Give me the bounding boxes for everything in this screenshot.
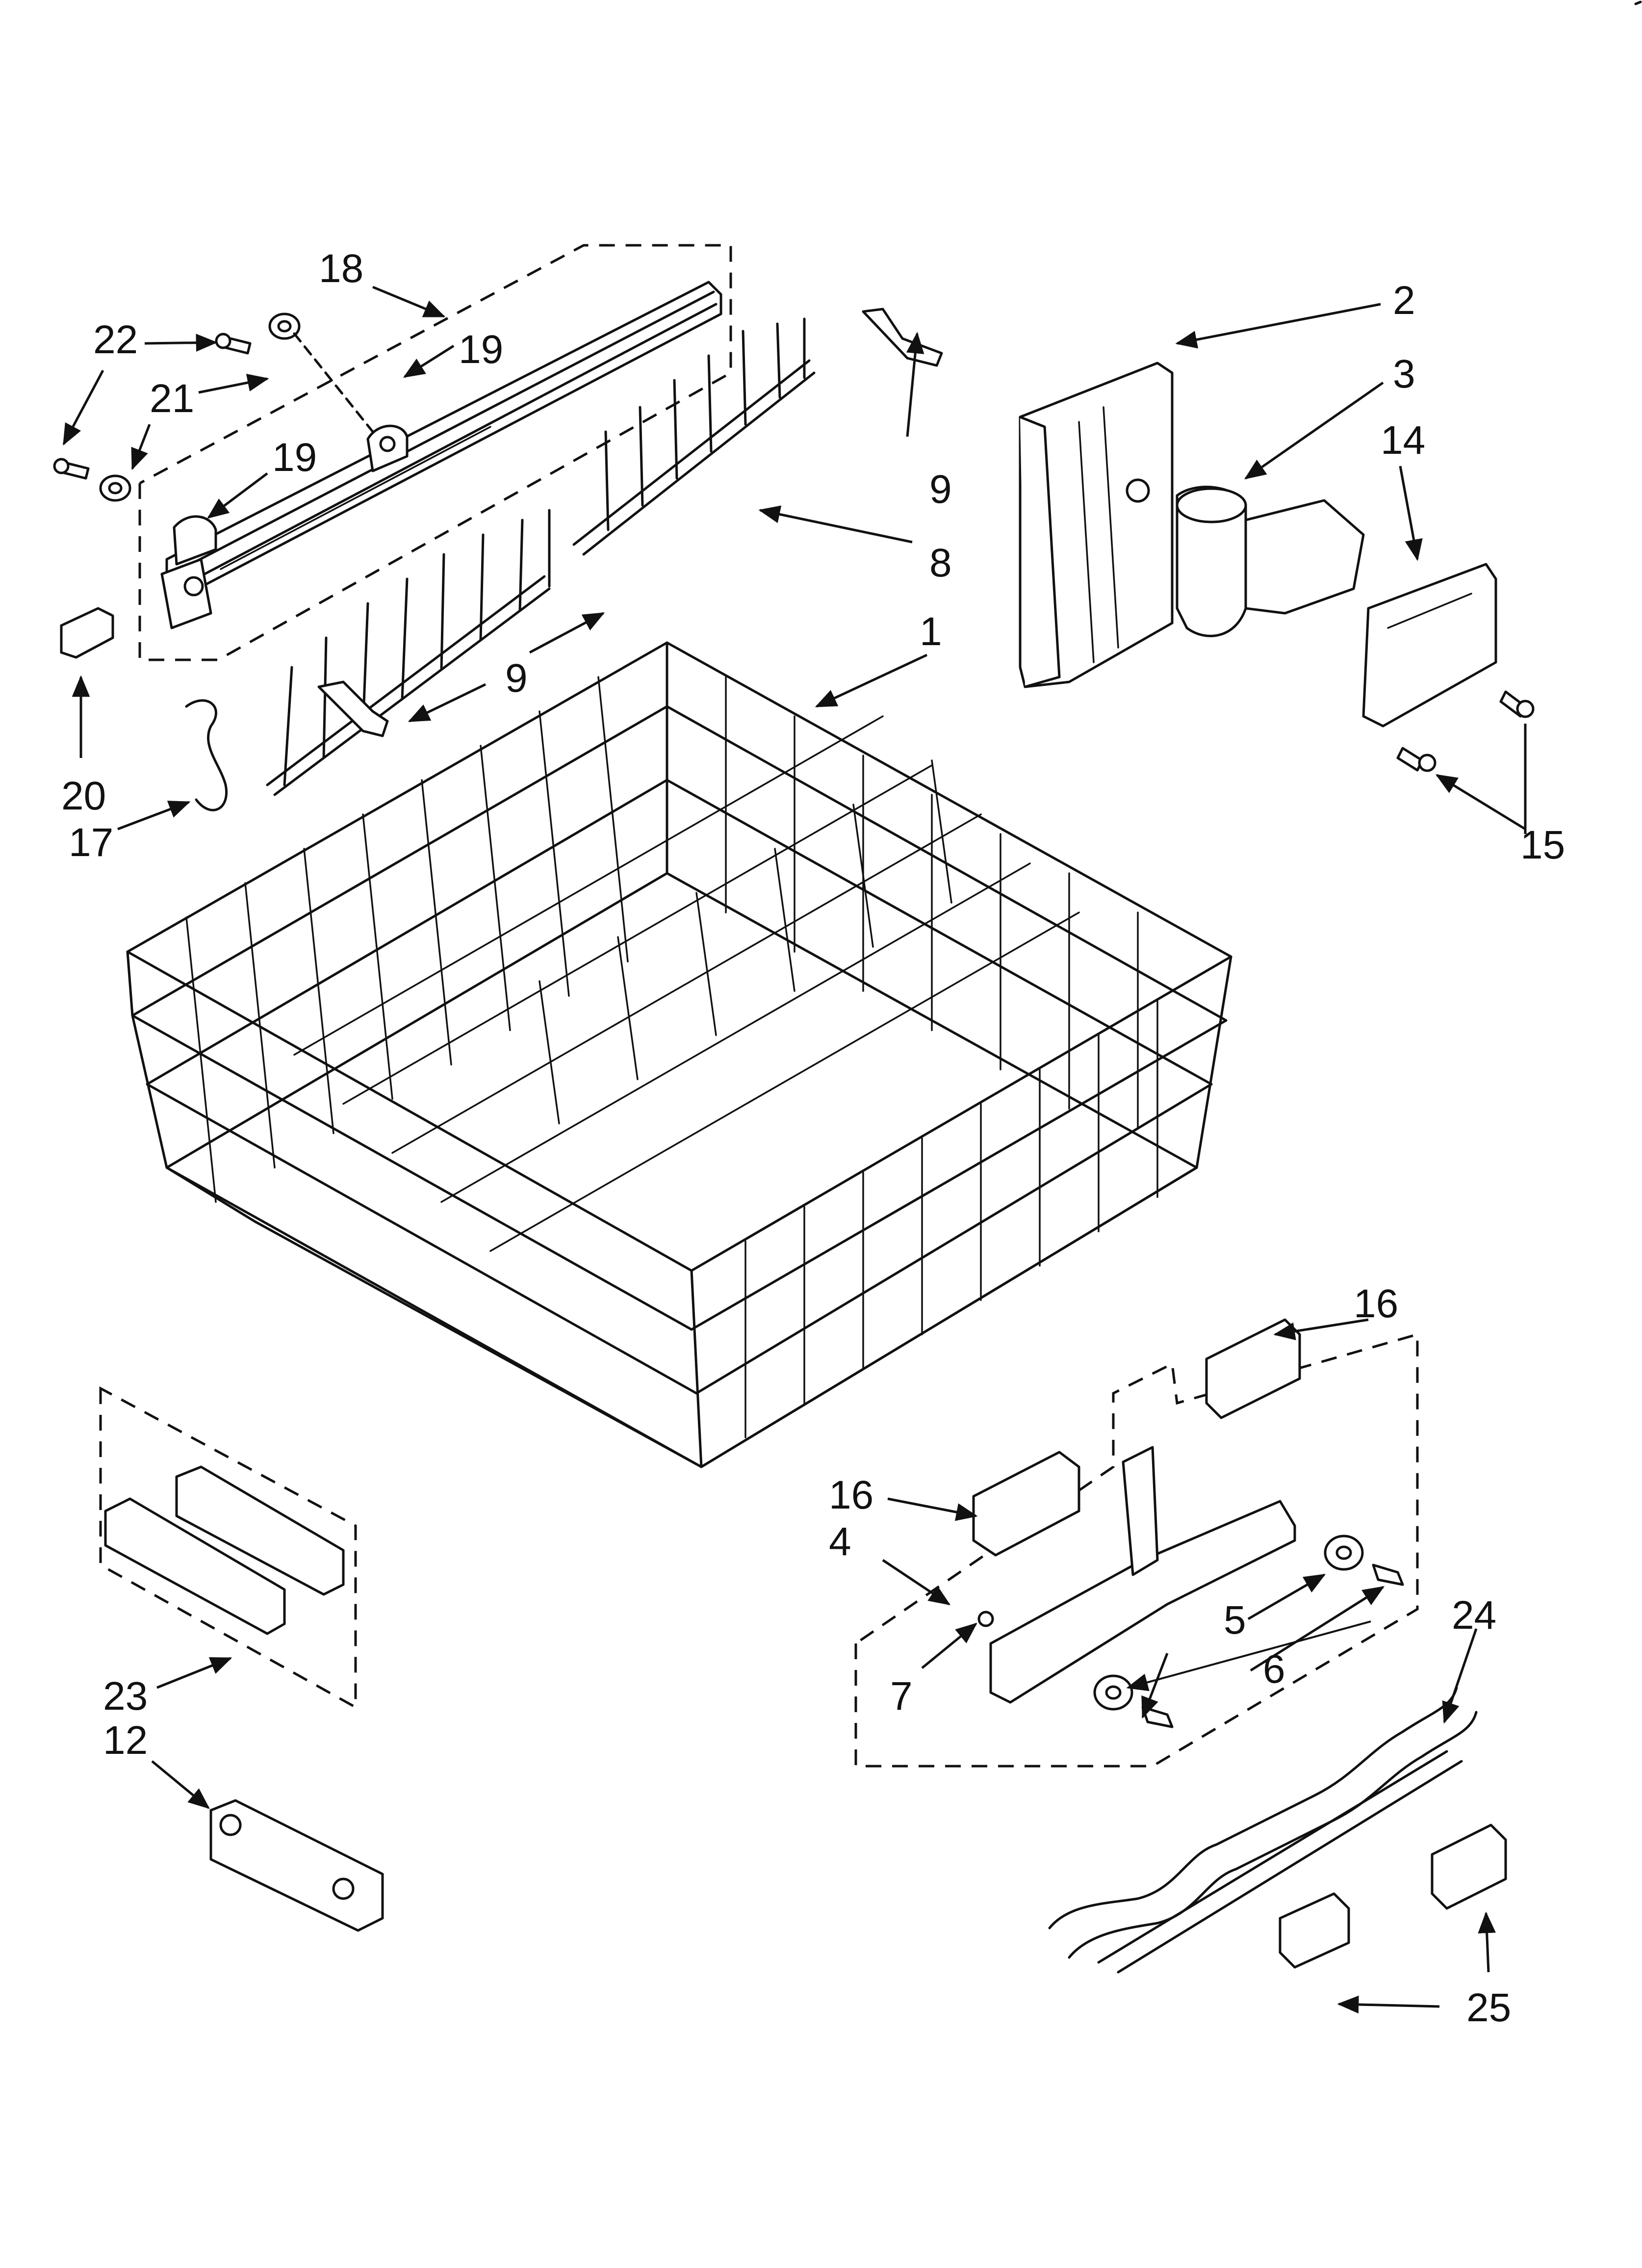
callout-24: 24 — [1452, 1593, 1496, 1638]
callout-23: 23 — [103, 1674, 148, 1719]
rail-assembly-boundary — [138, 244, 732, 661]
callout-2: 2 — [1393, 278, 1415, 323]
manifold-nozzle — [1176, 486, 1365, 637]
callout-16-right: 16 — [1354, 1281, 1398, 1326]
rail-assembly — [160, 281, 722, 629]
callout-7: 7 — [890, 1674, 913, 1719]
rack-handle — [104, 1465, 345, 1635]
rack-roller-bracket — [989, 1446, 1296, 1704]
dish-rack — [126, 641, 1232, 1468]
side-cover — [1362, 563, 1497, 728]
callout-18: 18 — [319, 246, 363, 291]
roller-axle-left — [1141, 1706, 1174, 1728]
callout-3: 3 — [1393, 352, 1415, 396]
roller-axle-right — [1372, 1564, 1404, 1586]
roller-wheel-left — [1093, 1674, 1133, 1711]
callout-9-upper: 9 — [929, 467, 952, 512]
tine-clip-lower — [317, 680, 389, 737]
screw-right-upper — [1499, 690, 1535, 718]
rack-stop-cap — [60, 607, 114, 659]
callout-17: 17 — [69, 820, 113, 865]
leader-lines — [62, 286, 1527, 2014]
callout-14: 14 — [1381, 418, 1425, 463]
tine-clip-upper — [862, 308, 943, 367]
callout-5: 5 — [1224, 1598, 1246, 1642]
pin-fastener — [977, 1611, 994, 1627]
callout-16-left: 16 — [829, 1473, 873, 1517]
callout-19-upper: 19 — [459, 327, 503, 372]
callout-21: 21 — [150, 376, 194, 421]
callout-1: 1 — [920, 609, 942, 654]
tine-row-upper — [572, 317, 816, 556]
callout-6: 6 — [1263, 1647, 1285, 1692]
callout-4: 4 — [829, 1519, 851, 1564]
callout-9-lower: 9 — [505, 656, 528, 701]
tine-row-lower — [266, 509, 551, 796]
screw-lower — [53, 458, 90, 480]
screw-right-lower — [1396, 747, 1437, 772]
wire-clip — [185, 699, 228, 811]
callout-8: 8 — [929, 541, 952, 585]
spray-housing — [1019, 362, 1174, 688]
callout-22: 22 — [93, 317, 138, 362]
callout-20: 20 — [61, 774, 106, 818]
fold-down-tines — [1048, 1686, 1478, 1974]
screw-upper — [215, 333, 252, 355]
roller-wheel-right — [1324, 1535, 1364, 1571]
screw-axis-line — [293, 332, 374, 433]
callout-15: 15 — [1520, 823, 1565, 867]
rack-adjuster — [209, 1799, 384, 1932]
callout-19-lower: 19 — [272, 435, 317, 480]
corner-mark — [1634, 0, 1642, 5]
handle-assembly-boundary — [99, 1386, 357, 1710]
tine-clip-lower-right — [1279, 1892, 1350, 1969]
tine-clip-upper-right — [1431, 1824, 1507, 1910]
callout-25: 25 — [1466, 1985, 1511, 2030]
roller-clip-left — [972, 1451, 1080, 1557]
callout-12: 12 — [103, 1718, 148, 1763]
roller-clip-right — [1205, 1318, 1301, 1419]
washer-lower — [99, 474, 131, 502]
washer-upper — [268, 313, 301, 340]
